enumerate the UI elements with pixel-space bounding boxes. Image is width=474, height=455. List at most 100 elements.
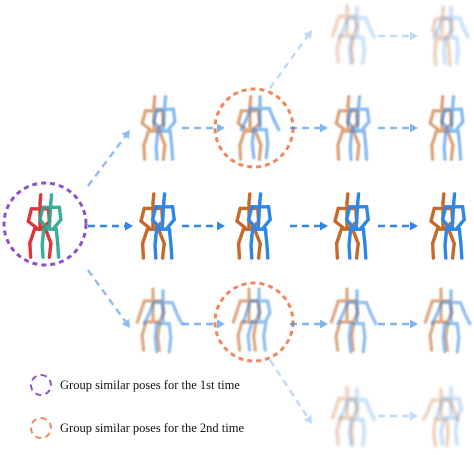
top-row-pose-1-blue-limb [152, 107, 159, 124]
faint-top-pose-2-blue-limb [442, 48, 447, 66]
faint-bottom-pose-2-blue-limb [439, 429, 445, 446]
arrow-to-top-faint-head [303, 30, 312, 40]
top-row-pose-4-orange-limb [430, 143, 435, 161]
top-row-pose-1-blue-limb [154, 129, 160, 149]
middle-row-pose-1-orange-limb [140, 241, 146, 260]
middle-row-pose-2-blue-limb [246, 205, 254, 222]
middle-row-pose-3-blue-limb [354, 200, 360, 231]
bottom-row-pose-1-blue-limb [153, 335, 159, 354]
top-row-pose-2-blue-limb [250, 141, 256, 160]
bottom-row-pose-4-blue-limb [455, 335, 461, 354]
faint-bottom-pose-1-blue-limb [363, 398, 372, 413]
bottom-row-pose-2-blue-limb [246, 320, 254, 338]
origin-pose-red-limb [26, 207, 34, 224]
middle-row-pose-1-blue-limb [169, 243, 174, 260]
arrow-bottom-1 [182, 319, 225, 329]
bottom-row-pose-4-blue-limb [430, 312, 439, 326]
top-row-pose-1-blue-limb [154, 145, 159, 161]
middle-row-pose-4-orange-limb [450, 241, 456, 260]
top-row-pose-2-blue-limb [267, 106, 276, 122]
top-row-pose-3-orange-limb [336, 129, 345, 147]
middle-row-pose-2-orange-limb [236, 227, 246, 246]
bottom-row-pose-2-blue [241, 287, 272, 352]
top-row-pose-2-blue-limb [244, 106, 253, 122]
faint-bottom-pose-2-blue-limb [439, 416, 447, 433]
bottom-row-pose-3-blue-limb [341, 300, 350, 316]
arrow-to-bottom-faint-shaft [268, 359, 309, 418]
top-row-pose-2-blue [239, 95, 281, 160]
faint-bottom-pose-1-orange-limb [335, 429, 341, 446]
middle-row-pose-3-blue-limb [363, 243, 368, 260]
faint-top-pose-1-blue-limb [368, 27, 376, 40]
faint-bottom-pose-1-blue [338, 387, 376, 448]
faint-top-pose-2-orange-limb [446, 37, 451, 55]
top-row-pose-1-orange-limb [142, 129, 151, 147]
middle-row-pose-1-orange-limb [139, 206, 146, 223]
arrow-top-1-head [217, 123, 225, 133]
faint-bottom-pose-1-blue-limb [361, 417, 366, 435]
faint-top-pose-2-orange-limb [447, 51, 452, 67]
faint-bottom-pose-1-orange [330, 386, 359, 446]
bottom-row-pose-4-orange [423, 287, 454, 352]
middle-row-pose-2-orange-limb [256, 241, 262, 260]
bottom-row-pose-3-blue-limb [347, 335, 353, 354]
top-row-pose-3-orange-limb [334, 121, 346, 132]
top-row-pose-4-blue-limb [442, 129, 448, 149]
faint-top-pose-2-blue-limb [436, 16, 445, 31]
top-row-pose-1-blue-limb [170, 145, 175, 161]
middle-row-pose-4-orange-limb [429, 219, 441, 230]
arrow-faint-bottom-head [410, 411, 418, 421]
top-row-pose-1-orange [140, 95, 167, 161]
bottom-row-pose-3-blue-limb [336, 312, 345, 326]
legend-first-label: Group similar poses for the 1st time [60, 377, 240, 392]
top-row-pose-2-blue-limb [264, 127, 270, 146]
middle-row-pose-3-orange-limb [334, 241, 340, 260]
middle-row-pose-3-blue-limb [347, 227, 353, 247]
arrow-origin-to-middle [88, 221, 133, 231]
arrow-bottom-2-head [320, 319, 328, 329]
faint-bottom-pose-2-blue [434, 386, 463, 446]
top-row-pose-4-blue-limb [442, 145, 447, 161]
top-row-pose-2-orange-limb [238, 129, 247, 147]
legend-second-label: Group similar poses for the 2nd time [60, 420, 244, 435]
arrow-origin-to-bottom-shaft [87, 269, 127, 323]
bottom-row-pose-2-blue-limb [265, 299, 272, 315]
arrow-top-3 [378, 123, 418, 133]
middle-row-pose-4-orange-limb [430, 241, 436, 260]
middle-row-pose-3-blue-limb [361, 227, 367, 247]
bottom-row-pose-3-blue-limb [361, 321, 367, 340]
faint-bottom-pose-2-orange-limb [432, 430, 437, 448]
bottom-row-pose-2-orange-limb [231, 310, 239, 324]
top-row-pose-3-orange-limb [336, 143, 341, 161]
bottom-row-pose-2-orange-limb [234, 299, 243, 315]
origin-pose-teal-limb [40, 243, 45, 259]
middle-row-pose-3-orange-limb [350, 227, 360, 246]
top-row-pose-1-blue-limb [171, 107, 177, 124]
bottom-row-pose-2-orange-limb [251, 334, 257, 352]
middle-row-pose-1-orange-limb [139, 219, 151, 230]
bottom-row-pose-4-blue-limb [463, 312, 472, 326]
top-row-pose-1-blue-limb [168, 129, 174, 149]
bottom-row-pose-2-orange-limb [236, 320, 244, 338]
arrow-to-bottom-faint [268, 359, 312, 424]
top-row-pose-2-blue-limb [250, 127, 256, 146]
arrow-to-bottom-faint-head [303, 414, 312, 424]
middle-row-pose-1-blue-limb [153, 243, 158, 260]
middle-row-pose-1-orange-limb [160, 241, 166, 260]
bottom-row-pose-3-blue-limb [364, 300, 373, 316]
top-row-pose-4-orange-limb [430, 129, 439, 147]
faint-top-pose-1-orange-limb [333, 14, 341, 30]
faint-top-pose-2-blue-limb [432, 27, 440, 40]
bottom-row-pose-2-blue-limb [244, 299, 253, 315]
bottom-row-pose-1-blue-limb [167, 321, 173, 340]
origin-pose-teal-limb [47, 200, 53, 231]
top-row-pose-1-orange-limb [161, 143, 167, 161]
faint-top-pose-1-orange-limb [335, 47, 341, 64]
faint-top-pose-1-blue-limb [361, 35, 366, 53]
middle-row-pose-2-blue-limb [249, 227, 255, 247]
middle-row-pose-2-orange-limb [235, 206, 242, 223]
legend-second-group: Group similar poses for the 2nd time [30, 417, 244, 439]
arrow-middle-1 [182, 221, 225, 231]
top-row-pose-1-orange-limb [140, 121, 152, 132]
faint-top-pose-2-blue [432, 5, 470, 66]
